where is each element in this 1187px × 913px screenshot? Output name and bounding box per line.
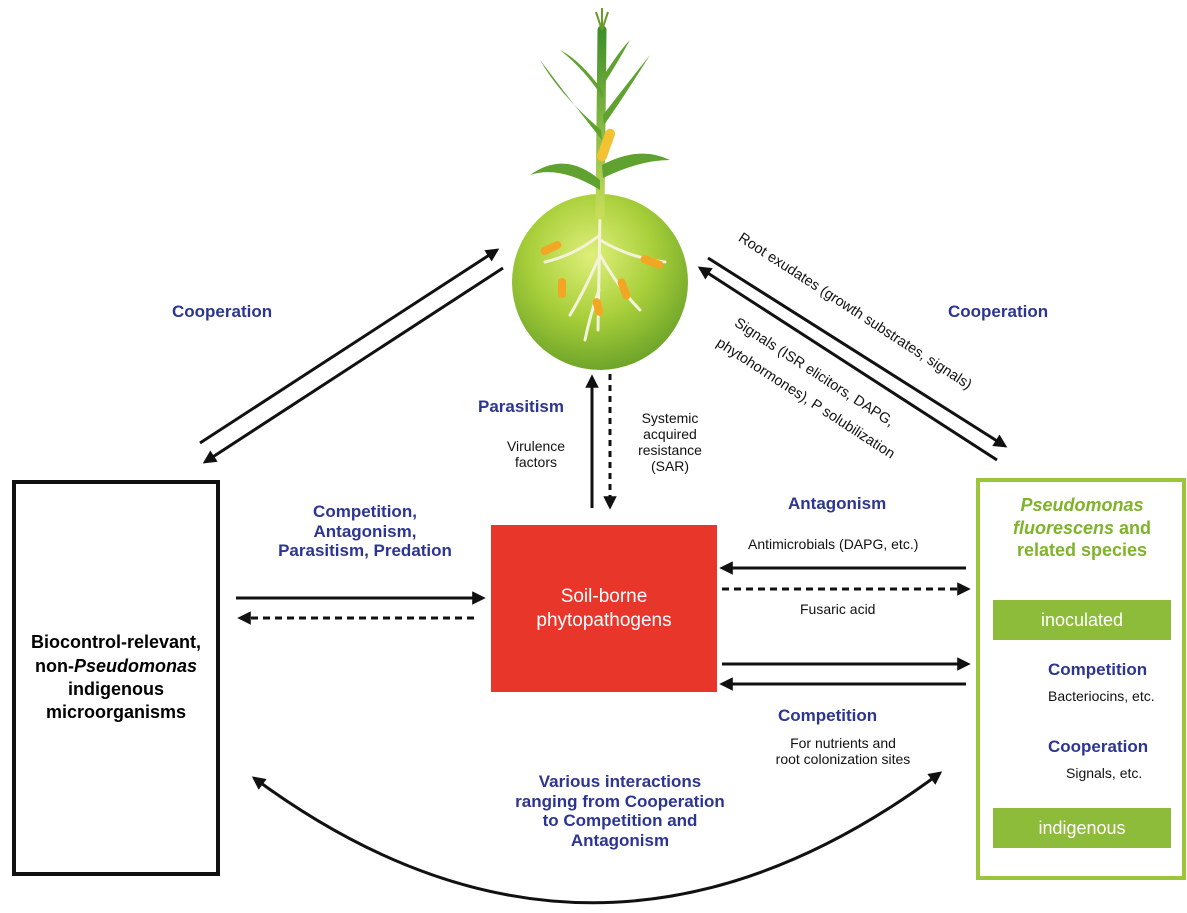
center-box-line1: Soil-borne [560, 585, 648, 607]
inoculated-pill: inoculated [993, 600, 1171, 640]
bacteria-cells [540, 241, 664, 316]
plant-stem [595, 25, 607, 220]
label-comp-left-3: Parasitism, Predation [278, 541, 452, 561]
label-various-1: Various interactions [538, 772, 702, 791]
label-comp-left-2: Antagonism, [313, 521, 417, 541]
label-various-3: to Competition and [542, 811, 698, 831]
label-bacteriocins: Bacteriocins, etc. [1048, 688, 1155, 704]
label-comp-mid-sub-2: root colonization sites [775, 751, 911, 768]
label-sar-3: resistance [638, 442, 702, 459]
label-comp-mid-sub-1: For nutrients and [790, 735, 896, 751]
label-parasitism: Parasitism [478, 397, 564, 416]
label-competition-right: Competition [1048, 660, 1148, 679]
center-box-line2: phytopathogens [536, 609, 672, 631]
label-fusaric-acid: Fusaric acid [800, 601, 876, 617]
plant-illustration [512, 8, 688, 370]
arrow-plant-to-right [707, 256, 1008, 448]
label-cooperation-right: Cooperation [948, 302, 1049, 321]
left-box-line3: indigenous [68, 679, 164, 699]
plant-leaves [530, 40, 670, 190]
label-virulence-2: factors [514, 454, 557, 471]
arrow-plant-to-left [202, 266, 504, 464]
label-sar-4: (SAR) [650, 458, 690, 475]
left-box-line2-italic: Pseudomonas [73, 655, 197, 676]
label-antimicrobials: Antimicrobials (DAPG, etc.) [748, 536, 919, 552]
label-competition-mid-sub: For nutrients and root colonization site… [750, 735, 936, 767]
right-title-italic1: Pseudomonas [1020, 495, 1144, 515]
center-box-phytopathogens: Soil-borne phytopathogens [491, 525, 717, 692]
label-comp-left-1: Competition, [313, 502, 417, 521]
left-box-line2-prefix: non- [34, 655, 74, 676]
right-title-italic2: fluorescens [1012, 517, 1115, 538]
right-title-rest2: and [1114, 517, 1152, 538]
label-sar-1: Systemic [641, 410, 699, 426]
label-various-interactions: Various interactions ranging from Cooper… [480, 772, 760, 850]
label-antagonism: Antagonism [788, 494, 887, 513]
corn-ear [596, 128, 616, 162]
left-box-line1: Biocontrol-relevant, [30, 632, 202, 653]
label-various-4: Antagonism [570, 830, 670, 850]
label-virulence-1: Virulence [506, 438, 566, 454]
label-sar-2: acquired [643, 426, 697, 443]
right-title-line3: related species [1016, 540, 1148, 560]
arrow-various-interactions [251, 771, 943, 905]
label-cooperation-left: Cooperation [172, 302, 273, 321]
indigenous-pill: indigenous [993, 808, 1171, 848]
label-sar: Systemic acquired resistance (SAR) [622, 410, 718, 474]
label-competition-mid: Competition [778, 706, 878, 725]
arrow-left-to-plant [199, 248, 500, 445]
label-cooperation-inner: Cooperation [1048, 737, 1149, 756]
plant-tassel [595, 8, 609, 31]
arrow-right-to-plant [697, 266, 998, 462]
label-virulence: Virulence factors [488, 438, 584, 470]
label-various-2: ranging from Cooperation [515, 791, 725, 811]
left-box-line4: microorganisms [45, 702, 187, 723]
left-box-biocontrol: Biocontrol-relevant, non-Pseudomonas ind… [12, 480, 220, 876]
label-competition-left: Competition, Antagonism, Parasitism, Pre… [250, 502, 480, 561]
right-box-title: Pseudomonas fluorescens and related spec… [984, 494, 1180, 562]
label-signals-etc: Signals, etc. [1066, 765, 1143, 781]
